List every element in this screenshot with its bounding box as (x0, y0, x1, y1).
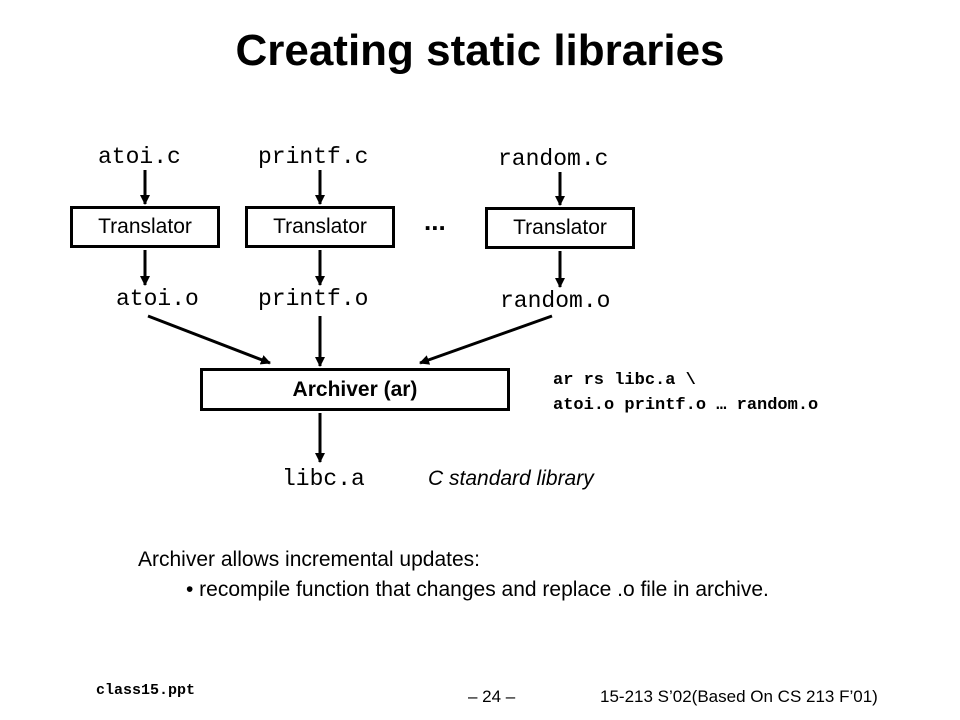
footer-filename: class15.ppt (96, 682, 196, 699)
object-file-atoi: atoi.o (116, 286, 199, 312)
ar-command-line-2: atoi.o printf.o … random.o (553, 396, 819, 415)
ar-command-line-1: ar rs libc.a \ (553, 371, 696, 390)
translator-label: Translator (273, 215, 367, 238)
translator-box-printf: Translator (245, 206, 395, 248)
archiver-box: Archiver (ar) (200, 368, 510, 411)
arrow-random-o-to-archiver (419, 314, 553, 365)
footer-page-number: – 24 – (468, 687, 516, 706)
translator-label: Translator (98, 215, 192, 238)
source-file-atoi: atoi.c (98, 144, 181, 170)
ellipsis: ... (424, 206, 446, 236)
output-file-libc: libc.a (282, 466, 365, 492)
archiver-label: Archiver (ar) (292, 377, 418, 401)
slide-title: Creating static libraries (235, 26, 725, 75)
translator-box-random: Translator (485, 207, 635, 249)
object-file-random: random.o (500, 288, 611, 314)
translator-label: Translator (513, 216, 607, 239)
translator-box-atoi: Translator (70, 206, 220, 248)
notes-bullet: • recompile function that changes and re… (186, 578, 769, 601)
source-file-random: random.c (498, 146, 609, 172)
arrow-atoi-o-to-archiver (147, 314, 271, 365)
notes-heading: Archiver allows incremental updates: (138, 548, 480, 571)
object-file-printf: printf.o (258, 286, 369, 312)
source-file-printf: printf.c (258, 144, 369, 170)
ar-command: ar rs libc.a \ atoi.o printf.o … random.… (553, 368, 818, 418)
footer-course: 15-213 S’02(Based On CS 213 F’01) (600, 687, 878, 706)
output-caption: C standard library (428, 467, 594, 490)
